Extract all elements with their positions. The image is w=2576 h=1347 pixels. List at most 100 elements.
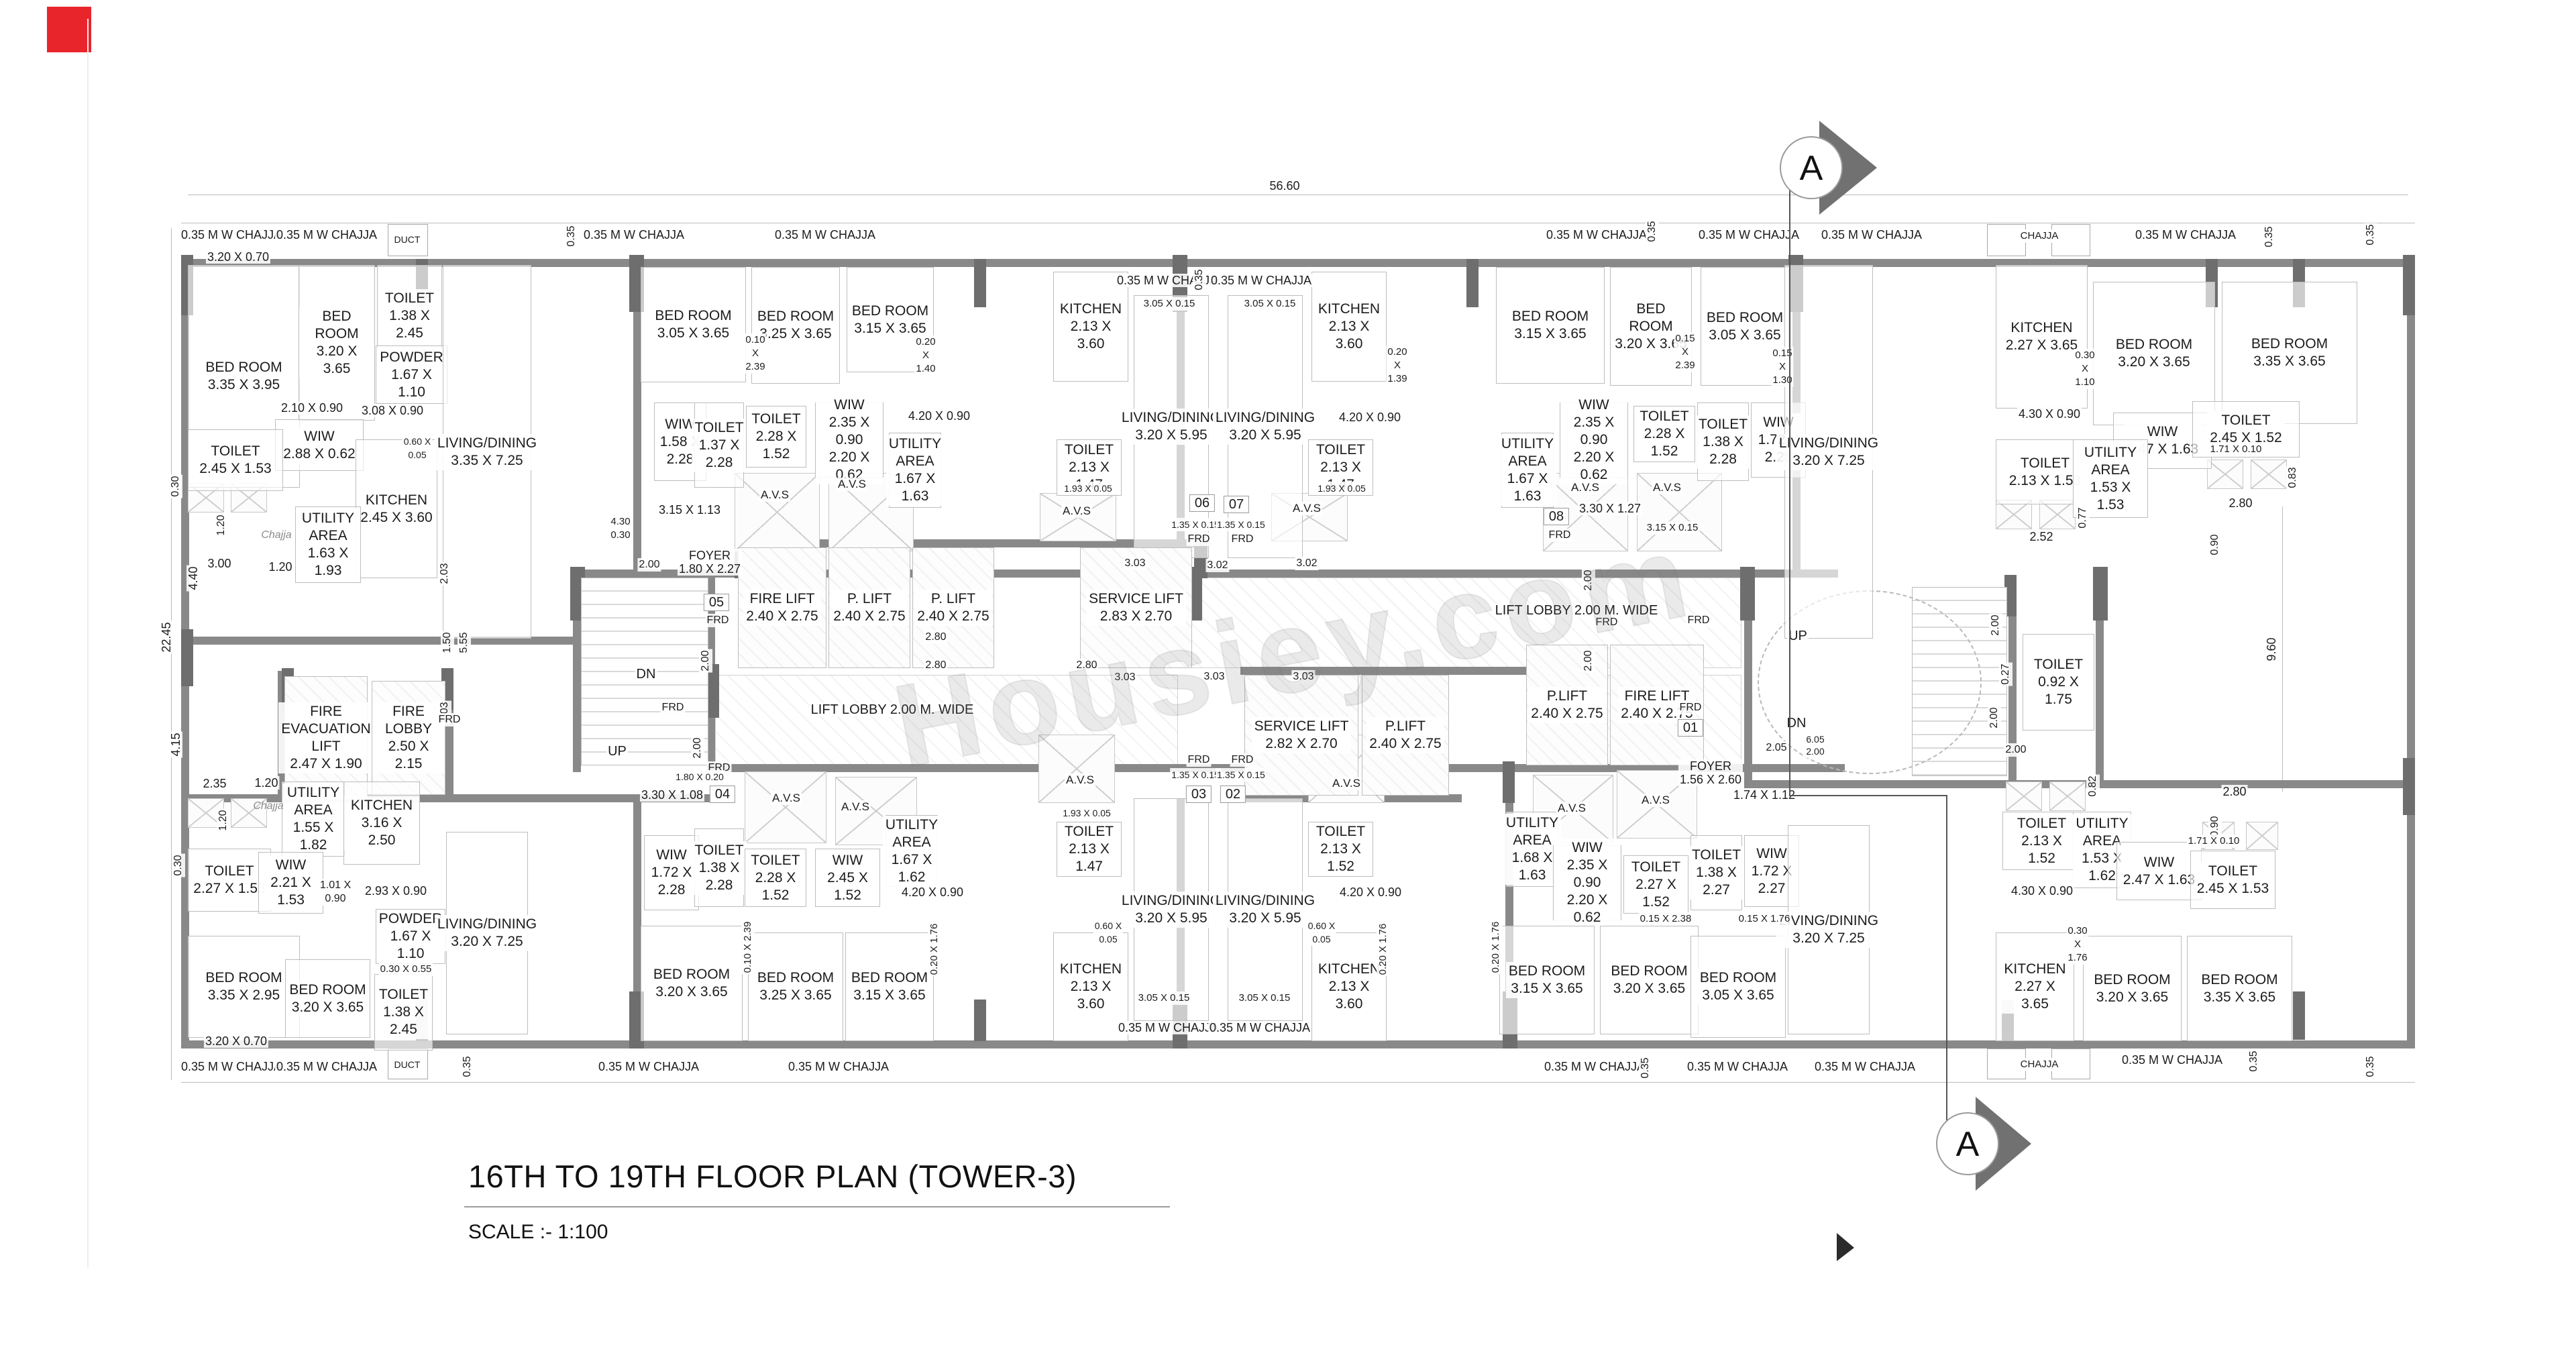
column-16	[2004, 575, 2017, 616]
text-label-122: 1.71 X 0.10	[2186, 834, 2241, 848]
text-label-112: 2.05	[1764, 741, 1788, 755]
text-label-169: 0.35	[2364, 1055, 2377, 1079]
text-label-33: 4.20 X 0.90	[1337, 411, 1403, 424]
text-label-92: 1.20	[215, 513, 228, 537]
text-label-126: 1.35 X 0.15	[1216, 768, 1267, 782]
text-label-85: 1.50	[441, 631, 454, 655]
text-label-168: 0.35	[2247, 1049, 2261, 1073]
text-label-24: 0.20 X 1.40	[914, 335, 937, 376]
text-label-54: 07	[1223, 496, 1250, 513]
text-label-34: 4.30 X 0.90	[2017, 407, 2082, 421]
text-label-130: 02	[1220, 786, 1246, 803]
text-label-88: UP	[606, 744, 628, 759]
text-label-137: 1.93 X 0.05	[1061, 806, 1112, 820]
text-label-107: DN	[1785, 716, 1808, 731]
text-label-7: 0.35 M W CHAJJA	[773, 228, 877, 241]
text-label-25: 0.15 X 2.39	[1674, 332, 1697, 372]
text-label-139: 2.93 X 0.90	[363, 884, 429, 898]
text-label-46: 0.90	[2208, 533, 2222, 557]
text-label-157: 0.35 M W CHAJJA	[274, 1060, 379, 1073]
text-label-158: DUCT	[392, 1058, 422, 1071]
text-label-101: 1.20	[217, 808, 230, 832]
text-label-154: 0.35 M W CHAJJA	[1116, 1021, 1221, 1034]
text-label-59: 3.15 X 1.13	[657, 503, 722, 517]
avs-shaft-16	[1996, 500, 2032, 529]
text-label-155: 0.35 M W CHAJJA	[1208, 1021, 1312, 1034]
text-label-117: FOYER 1.56 X 2.60	[1678, 759, 1743, 786]
text-label-35: 1.93 X 0.05	[1063, 482, 1114, 495]
avs-shaft-6	[1038, 735, 1115, 803]
text-label-65: 3.02	[1295, 557, 1319, 570]
text-label-127: FRD	[1186, 753, 1212, 767]
text-label-90: Chajja	[261, 529, 292, 541]
text-label-64: 3.02	[1205, 559, 1230, 572]
text-label-26: 0.15 X 1.30	[1771, 347, 1794, 387]
text-label-42: A.V.S	[1570, 481, 1601, 494]
text-label-48: 0.77	[2076, 506, 2090, 530]
text-label-141: 3.20 X 0.70	[203, 1034, 269, 1048]
text-label-41: A.V.S	[1291, 502, 1322, 515]
text-label-57: FRD	[1186, 533, 1212, 546]
text-label-45: 0.83	[2286, 466, 2300, 490]
text-label-86: 5.55	[458, 631, 471, 655]
avs-shaft-8	[745, 771, 826, 843]
text-label-97: 0.30	[169, 474, 182, 498]
wall-22	[1744, 578, 1752, 788]
section-marker-bottom: A	[1936, 1097, 2031, 1191]
text-label-32: 4.20 X 0.90	[906, 409, 972, 423]
text-label-134: A.V.S	[1331, 777, 1362, 790]
text-label-146: 4.20 X 0.90	[900, 885, 965, 899]
text-label-140: 0.30 X 0.55	[378, 963, 433, 976]
text-label-52: FRD	[1547, 529, 1572, 542]
section-letter-bottom: A	[1956, 1125, 1980, 1164]
text-label-132: A.V.S	[840, 800, 871, 814]
text-label-21: 3.20 X 0.70	[205, 250, 271, 264]
text-label-16: 0.35 M W CHAJJA	[1819, 228, 1924, 241]
text-label-68: 2.80	[1075, 659, 1099, 672]
text-label-151: 0.15 X 1.76	[1737, 912, 1792, 926]
text-label-1: 22.45	[160, 621, 173, 654]
